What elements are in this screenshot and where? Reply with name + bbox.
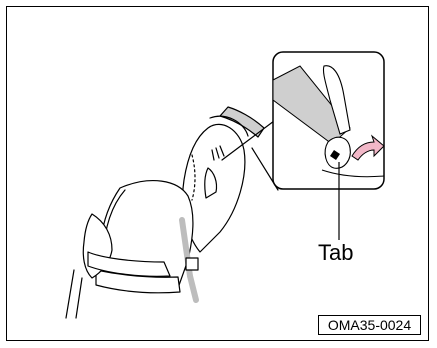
seat-stand-leg (66, 270, 74, 318)
figure-code-label: OMA35-0024 (318, 315, 421, 335)
buckle (186, 258, 198, 270)
seat-stand-leg-2 (76, 278, 82, 318)
child-seat-drawing (66, 107, 278, 318)
tab-callout-label: Tab (318, 242, 353, 264)
strap-lower (190, 276, 196, 300)
zoom-inset (273, 52, 384, 189)
